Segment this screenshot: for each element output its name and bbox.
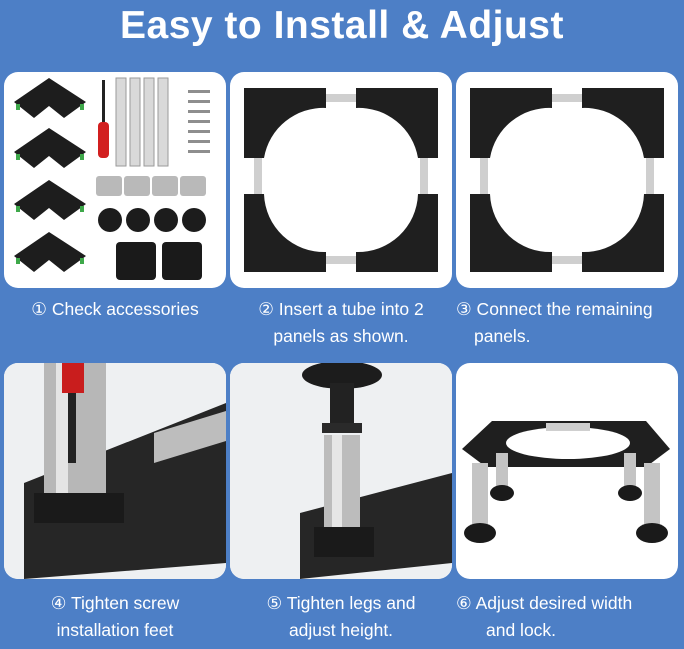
adjust-width-panel [456,363,678,579]
step2-line2: panels as shown. [273,326,409,346]
step4-caption: ④ Tighten screw installation feet [4,590,226,644]
step6-line2: and lock. [486,620,557,640]
step6-caption: ⑥ Adjust desired width and lock. [456,590,682,644]
insert-tube-panel [230,72,452,288]
leg-adjust-illustration [230,363,452,579]
step1-line1: ① Check accessories [31,299,199,319]
step5-line2: adjust height. [288,620,394,640]
tighten-legs-panel [230,363,452,579]
frame-illustration-step3 [470,88,664,272]
accessories-panel [4,72,226,288]
step3-caption: ③ Connect the remaining panels. [456,296,684,350]
accessories-illustration [14,77,210,280]
screw-install-illustration [4,363,226,579]
connect-panels-panel [456,72,678,288]
assembled-stand-illustration [462,421,670,543]
page-title: Easy to Install & Adjust [120,4,564,47]
step2-line1: ② Insert a tube into 2 [258,299,424,319]
step1-caption: ① Check accessories [4,296,226,323]
frame-illustration-step2 [244,88,438,272]
step3-line2: panels. [474,326,531,346]
step6-line1: ⑥ Adjust desired width [456,593,633,613]
step4-line2: installation feet [56,620,174,640]
step4-line1: ④ Tighten screw [50,593,180,613]
step5-caption: ⑤ Tighten legs and adjust height. [230,590,452,644]
step3-line1: ③ Connect the remaining [456,299,653,319]
step5-line1: ⑤ Tighten legs and [266,593,416,613]
tighten-screw-panel [4,363,226,579]
step2-caption: ② Insert a tube into 2 panels as shown. [230,296,452,350]
